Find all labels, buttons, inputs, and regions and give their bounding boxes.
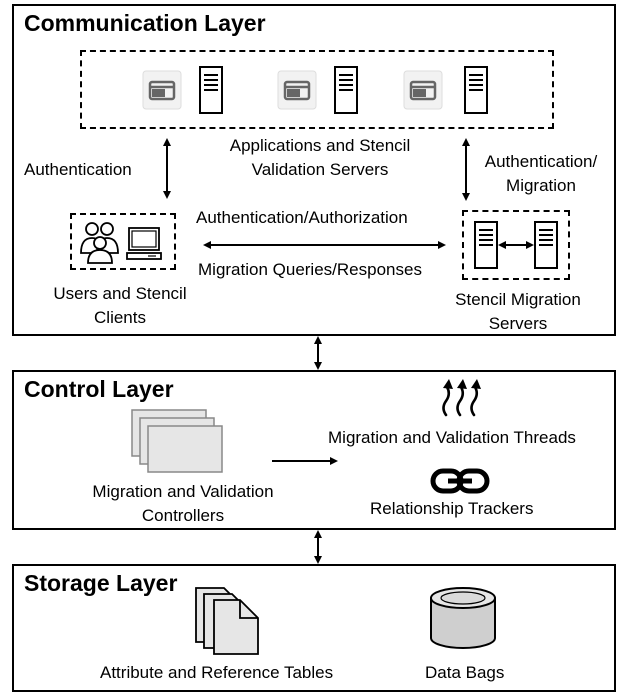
application-window-icon <box>142 70 182 110</box>
communication-layer-title: Communication Layer <box>24 10 266 36</box>
auth-left-label: Authentication <box>24 160 132 179</box>
users-label-line-1: Users and Stencil <box>53 284 187 303</box>
storage-layer-title: Storage Layer <box>24 570 178 596</box>
bags-label: Data Bags <box>425 663 505 682</box>
trackers-label: Relationship Trackers <box>370 499 534 518</box>
server-icon <box>464 66 488 114</box>
users-icon <box>80 222 119 264</box>
server-icon <box>199 66 223 114</box>
auth-right-label-line-2: Migration <box>506 176 576 195</box>
database-icon <box>430 587 496 649</box>
application-window-icon <box>403 70 443 110</box>
control-layer-title: Control Layer <box>24 376 174 402</box>
migration-queries-label: Migration Queries/Responses <box>198 260 422 279</box>
pages-icon <box>195 587 259 655</box>
users-label: Users and Stencil Clients <box>40 282 200 330</box>
users-clients-group <box>70 213 176 270</box>
application-window-icon <box>277 70 317 110</box>
app-servers-label-line-2: Validation Servers <box>251 160 389 179</box>
users-label-line-2: Clients <box>94 308 146 327</box>
controllers-label: Migration and Validation Controllers <box>70 480 296 528</box>
stencil-servers-label-line-1: Stencil Migration <box>455 290 581 309</box>
controllers-label-line-2: Controllers <box>141 506 225 525</box>
app-servers-label-line-1: Applications and Stencil <box>229 136 411 155</box>
app-servers-group <box>80 50 554 129</box>
threads-label: Migration and Validation Threads <box>328 428 576 447</box>
controllers-label-line-1: Migration and Validation <box>92 482 274 501</box>
storage-layer <box>12 564 616 692</box>
stencil-servers-label-line-2: Servers <box>488 314 548 333</box>
link-icon <box>430 468 490 494</box>
auth-authz-label: Authentication/Authorization <box>196 208 408 227</box>
communication-layer <box>12 4 616 336</box>
server-icon <box>474 221 498 269</box>
stencil-servers-label: Stencil Migration Servers <box>440 288 596 336</box>
tables-label: Attribute and Reference Tables <box>100 663 334 682</box>
control-layer <box>12 370 616 530</box>
server-icon <box>334 66 358 114</box>
document-stack-icon <box>131 409 223 473</box>
auth-right-label: Authentication/ Migration <box>470 150 612 198</box>
threads-icon <box>442 379 481 417</box>
app-servers-label: Applications and Stencil Validation Serv… <box>210 134 430 182</box>
server-icon <box>534 221 558 269</box>
stencil-servers-group <box>462 210 570 280</box>
computer-icon <box>126 227 162 260</box>
auth-right-label-line-1: Authentication/ <box>484 152 598 171</box>
